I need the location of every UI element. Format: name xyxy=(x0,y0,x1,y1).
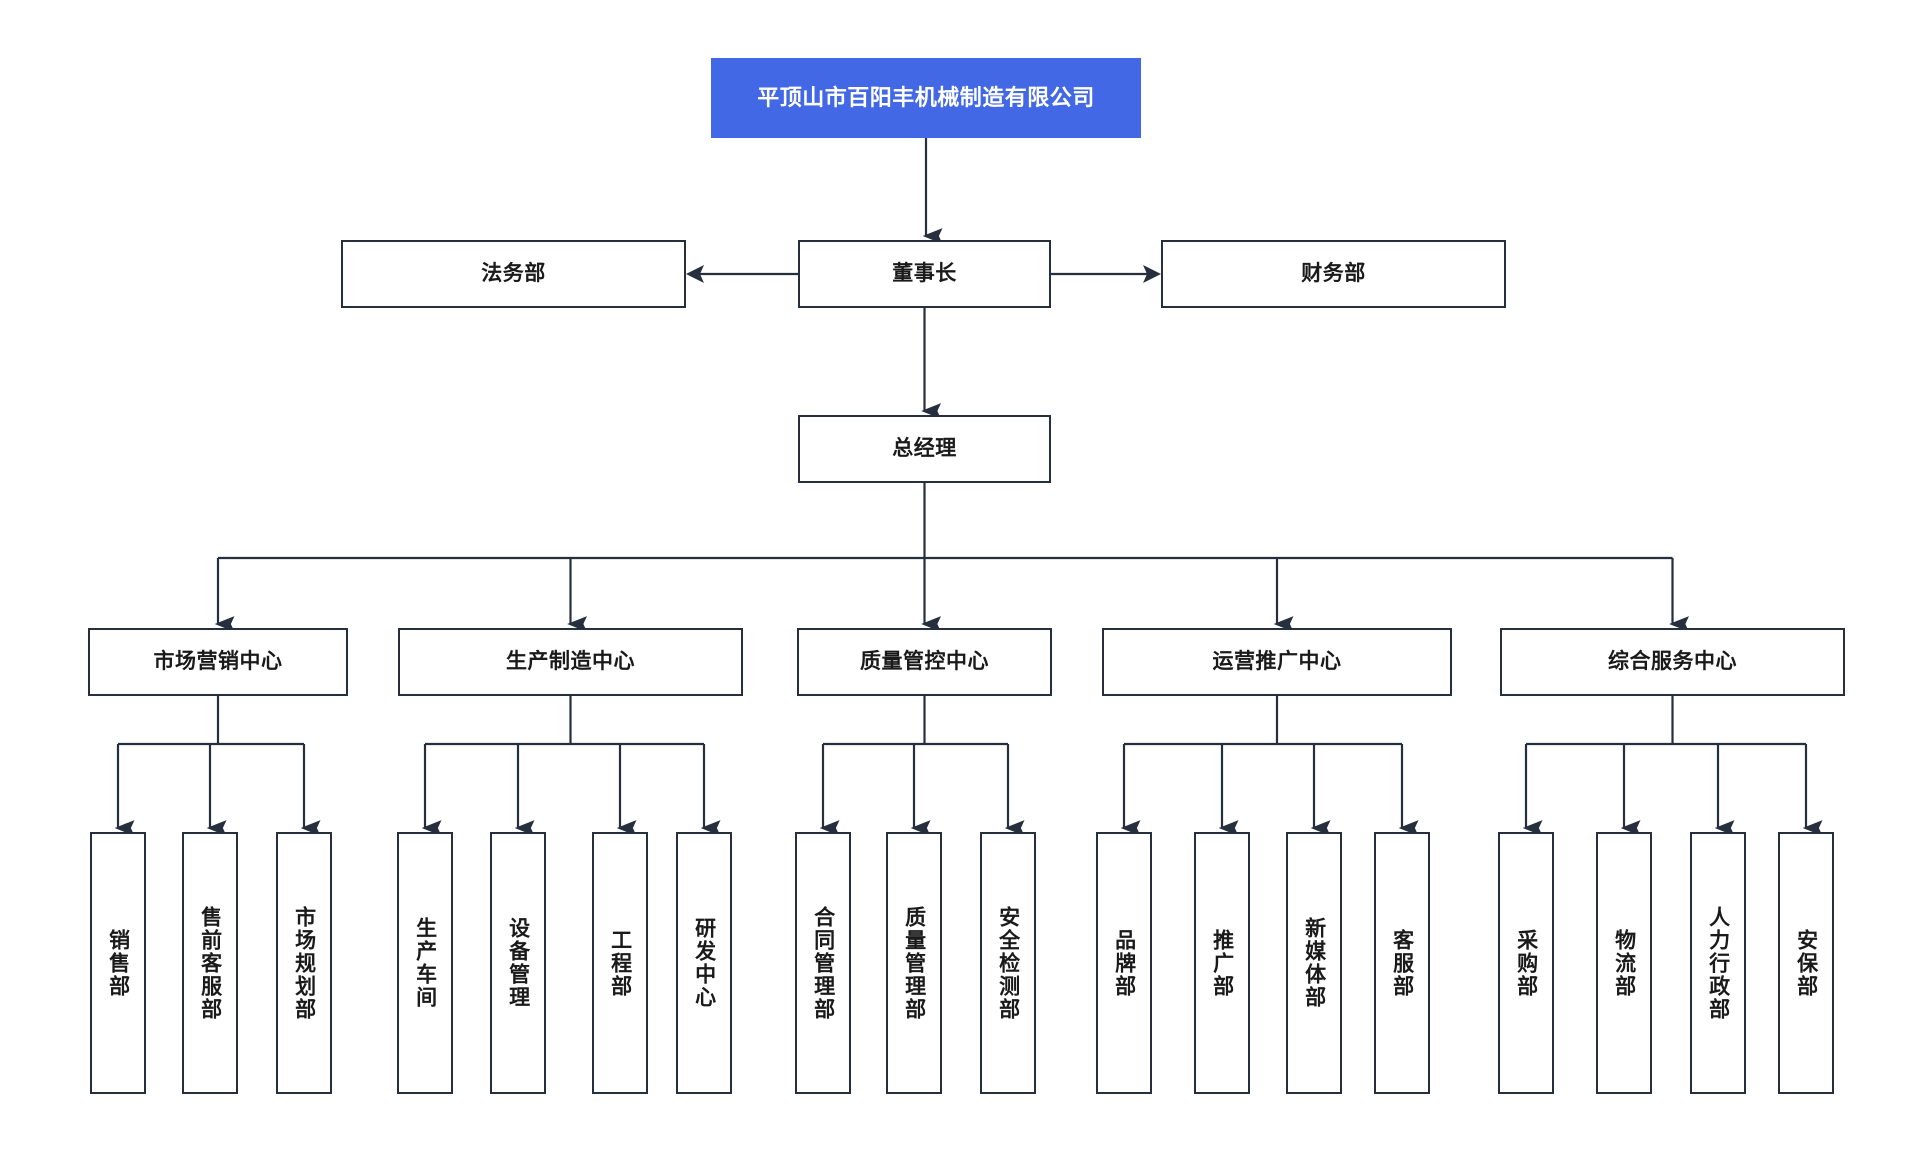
node-leaf-1-2[interactable]: 售前客服部 xyxy=(182,832,238,1094)
node-label: 生产车间 xyxy=(413,917,437,1009)
node-leaf-5-4[interactable]: 安保部 xyxy=(1778,832,1834,1094)
node-leaf-5-2[interactable]: 物流部 xyxy=(1596,832,1652,1094)
node-leaf-4-3[interactable]: 新媒体部 xyxy=(1286,832,1342,1094)
node-label: 质量管理部 xyxy=(902,905,926,1021)
node-label: 法务部 xyxy=(481,261,546,285)
node-label: 物流部 xyxy=(1612,928,1636,998)
node-leaf-4-1[interactable]: 品牌部 xyxy=(1096,832,1152,1094)
node-label: 综合服务中心 xyxy=(1608,649,1737,673)
node-label: 总经理 xyxy=(892,436,957,460)
node-leaf-2-1[interactable]: 生产车间 xyxy=(397,832,453,1094)
node-label: 质量管控中心 xyxy=(860,649,989,673)
node-label: 采购部 xyxy=(1514,928,1538,998)
node-center-1[interactable]: 市场营销中心 xyxy=(88,628,348,696)
node-label: 推广部 xyxy=(1210,928,1234,998)
node-leaf-3-2[interactable]: 质量管理部 xyxy=(886,832,942,1094)
node-leaf-5-3[interactable]: 人力行政部 xyxy=(1690,832,1746,1094)
node-leaf-4-2[interactable]: 推广部 xyxy=(1194,832,1250,1094)
node-label: 售前客服部 xyxy=(198,905,222,1021)
node-label: 董事长 xyxy=(892,261,957,285)
node-general-manager[interactable]: 总经理 xyxy=(798,415,1051,483)
node-label: 财务部 xyxy=(1301,261,1366,285)
node-label: 品牌部 xyxy=(1112,928,1136,998)
node-label: 平顶山市百阳丰机械制造有限公司 xyxy=(757,85,1095,111)
node-label: 合同管理部 xyxy=(811,905,835,1021)
node-label: 生产制造中心 xyxy=(506,649,635,673)
node-leaf-2-3[interactable]: 工程部 xyxy=(592,832,648,1094)
node-label: 安全检测部 xyxy=(996,905,1020,1021)
node-label: 市场规划部 xyxy=(292,905,316,1021)
node-leaf-2-4[interactable]: 研发中心 xyxy=(676,832,732,1094)
node-label: 运营推广中心 xyxy=(1212,649,1342,673)
node-center-2[interactable]: 生产制造中心 xyxy=(398,628,743,696)
node-leaf-3-3[interactable]: 安全检测部 xyxy=(980,832,1036,1094)
node-label: 新媒体部 xyxy=(1302,917,1326,1009)
node-center-4[interactable]: 运营推广中心 xyxy=(1102,628,1452,696)
node-center-5[interactable]: 综合服务中心 xyxy=(1500,628,1845,696)
node-label: 人力行政部 xyxy=(1706,905,1730,1021)
node-legal-department[interactable]: 法务部 xyxy=(341,240,686,308)
node-leaf-2-2[interactable]: 设备管理 xyxy=(490,832,546,1094)
node-leaf-5-1[interactable]: 采购部 xyxy=(1498,832,1554,1094)
node-finance-department[interactable]: 财务部 xyxy=(1161,240,1506,308)
node-label: 安保部 xyxy=(1794,928,1818,998)
node-leaf-1-1[interactable]: 销售部 xyxy=(90,832,146,1094)
node-leaf-1-3[interactable]: 市场规划部 xyxy=(276,832,332,1094)
node-label: 工程部 xyxy=(608,928,632,998)
node-leaf-3-1[interactable]: 合同管理部 xyxy=(795,832,851,1094)
node-chairman[interactable]: 董事长 xyxy=(798,240,1051,308)
node-label: 销售部 xyxy=(106,928,130,998)
node-label: 市场营销中心 xyxy=(153,649,283,673)
node-center-3[interactable]: 质量管控中心 xyxy=(797,628,1052,696)
node-label: 客服部 xyxy=(1390,928,1414,998)
node-label: 研发中心 xyxy=(692,917,716,1009)
node-label: 设备管理 xyxy=(506,917,530,1009)
node-leaf-4-4[interactable]: 客服部 xyxy=(1374,832,1430,1094)
node-company-root[interactable]: 平顶山市百阳丰机械制造有限公司 xyxy=(711,58,1141,138)
